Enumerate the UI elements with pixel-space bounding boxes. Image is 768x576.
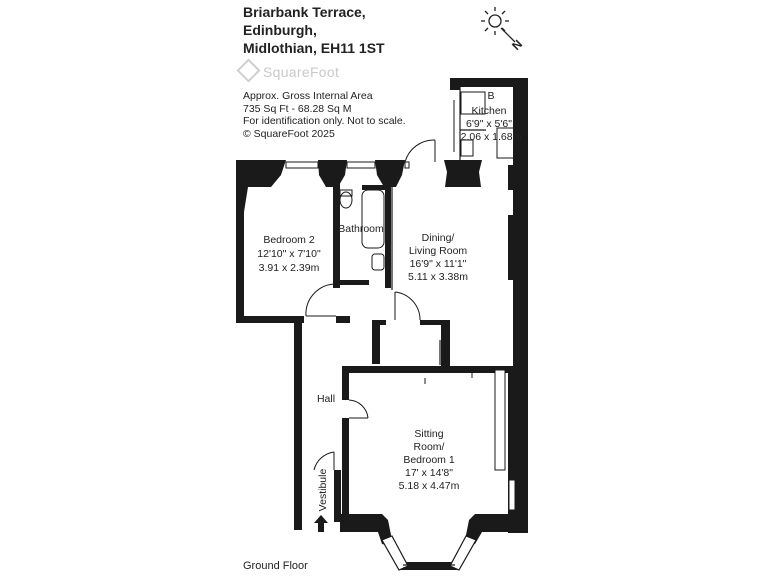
area-info-line-3: For identification only. Not to scale. [243, 115, 406, 128]
dining-imperial: 16'9" x 11'1" [410, 258, 467, 270]
kitchen-boiler-label: B [487, 90, 494, 102]
sitting-name-3: Bedroom 1 [403, 454, 455, 466]
bedroom2-metric: 3.91 x 2.39m [259, 262, 320, 274]
vestibule-name: Vestibule [317, 469, 329, 512]
kitchen-imperial: 6'9" x 5'6" [466, 118, 512, 130]
walls [236, 78, 528, 570]
brand-watermark: SquareFoot [236, 58, 340, 83]
kitchen-name: Kitchen [471, 105, 506, 117]
dining-metric: 5.11 x 3.38m [408, 271, 468, 283]
area-info-line-4: © SquareFoot 2025 [243, 127, 335, 140]
bedroom2-name: Bedroom 2 [263, 234, 315, 246]
address-line-2: Edinburgh, [243, 22, 317, 38]
hall-name: Hall [317, 393, 335, 405]
windows [285, 161, 516, 511]
sun-compass-icon [481, 7, 516, 43]
floor-label: Ground Floor [243, 560, 308, 572]
doors [305, 139, 436, 471]
area-info-line-1: Approx. Gross Internal Area [243, 90, 373, 102]
sitting-name-2: Room/ [414, 441, 445, 453]
dining-name-1: Dining/ [422, 232, 455, 244]
area-info-line-2: 735 Sq Ft - 68.28 Sq M [243, 102, 352, 115]
address-line-1: Briarbank Terrace, [243, 4, 366, 20]
sitting-name-1: Sitting [414, 428, 443, 440]
dining-name-2: Living Room [409, 245, 468, 257]
bathroom-name: Bathroom [338, 223, 384, 235]
sitting-imperial: 17' x 14'8" [405, 467, 453, 479]
area-info: Approx. Gross Internal Area 735 Sq Ft - … [243, 90, 406, 140]
address-line-3: Midlothian, EH11 1ST [243, 40, 385, 56]
fixtures [339, 91, 518, 384]
entrance-arrow-icon [314, 515, 328, 532]
kitchen-metric: 2.06 x 1.68m [461, 131, 522, 143]
compass-north-label: N [509, 37, 525, 53]
bedroom2-imperial: 12'10" x 7'10" [257, 248, 321, 260]
brand-name: SquareFoot [263, 64, 340, 80]
sitting-metric: 5.18 x 4.47m [399, 480, 460, 492]
